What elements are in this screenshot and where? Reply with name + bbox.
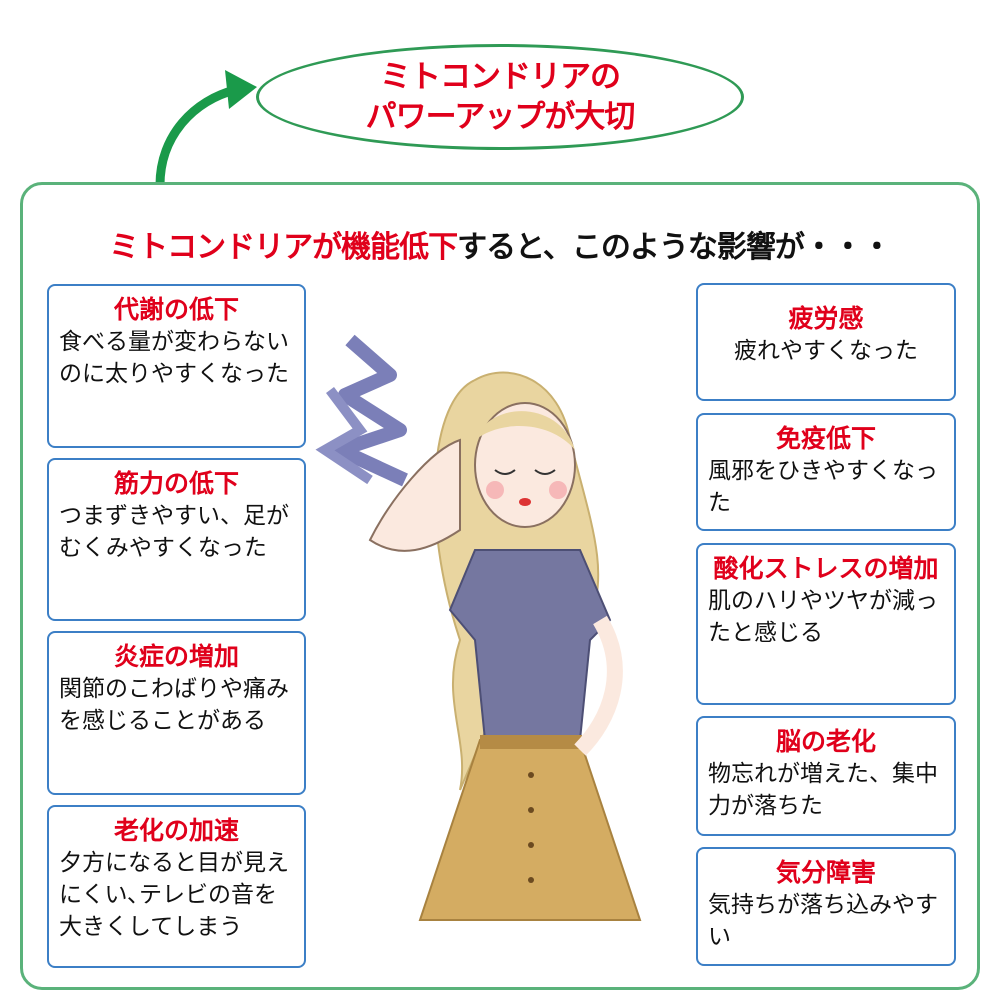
effect-desc: 食べる量が変わらないのに太りやすくなった: [59, 329, 289, 387]
title-oval: ミトコンドリアの パワーアップが大切: [256, 44, 744, 150]
effect-title: 脳の老化: [775, 727, 876, 756]
effect-desc: 気持ちが落ち込みやすい: [708, 892, 938, 950]
effect-title: 炎症の増加: [113, 642, 239, 671]
main-panel: [20, 182, 980, 990]
effect-title: 疲労感: [788, 304, 864, 333]
effect-title: 免疫低下: [775, 424, 876, 453]
effect-box: 疲労感 疲れやすくなった: [696, 283, 956, 401]
heading: ミトコンドリアが機能低下すると、このような影響が・・・: [0, 222, 1000, 266]
woman-headache-illustration: [315, 334, 642, 921]
effect-box: 筋力の低下 つまずきやすい、足がむくみやすくなった: [47, 458, 306, 621]
effect-box: 酸化ストレスの増加 肌のハリやツヤが減ったと感じる: [696, 543, 956, 705]
title-line1: ミトコンドリアの: [380, 59, 621, 95]
effect-box: 老化の加速 夕方になると目が見えにくい､テレビの音を大きくしてしまう: [47, 805, 306, 968]
effect-desc: 疲れやすくなった: [734, 338, 918, 364]
effect-title: 老化の加速: [113, 816, 239, 845]
heading-highlight: ミトコンドリアが機能低下: [109, 230, 458, 265]
effect-box: 炎症の増加 関節のこわばりや痛みを感じることがある: [47, 631, 306, 795]
effect-desc: 夕方になると目が見えにくい､テレビの音を大きくしてしまう: [59, 850, 289, 940]
effect-title: 代謝の低下: [113, 295, 239, 324]
effect-box: 代謝の低下 食べる量が変わらないのに太りやすくなった: [47, 284, 306, 448]
arrow-icon: [155, 70, 257, 186]
effect-desc: 関節のこわばりや痛みを感じることがある: [59, 676, 289, 734]
effect-title: 気分障害: [775, 858, 876, 887]
effect-desc: 風邪をひきやすくなった: [708, 458, 938, 516]
effect-title: 筋力の低下: [113, 469, 239, 498]
title-line2: パワーアップが大切: [365, 99, 636, 135]
effect-box: 免疫低下 風邪をひきやすくなった: [696, 413, 956, 531]
effect-desc: 肌のハリやツヤが減ったと感じる: [708, 588, 938, 646]
zigzag-icon: [333, 334, 408, 487]
effect-desc: 物忘れが増えた、集中力が落ちた: [708, 761, 938, 819]
effect-box: 気分障害 気持ちが落ち込みやすい: [696, 847, 956, 966]
effect-title: 酸化ストレスの増加: [713, 554, 939, 583]
heading-rest: すると、このような影響が・・・: [457, 230, 892, 265]
effect-desc: つまずきやすい、足がむくみやすくなった: [59, 503, 289, 561]
effect-box: 脳の老化 物忘れが増えた、集中力が落ちた: [696, 716, 956, 836]
